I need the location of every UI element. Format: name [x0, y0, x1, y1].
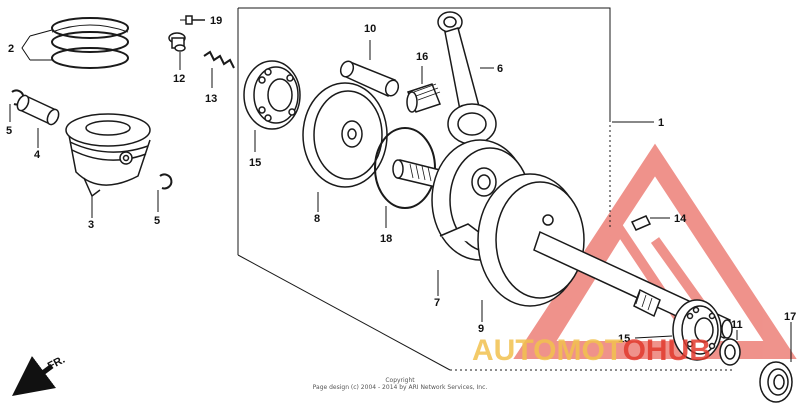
callout-7: 7 [434, 297, 440, 309]
collar-11 [719, 338, 741, 366]
callout-2: 2 [8, 43, 14, 55]
callout-8: 8 [314, 213, 320, 225]
callout-17: 17 [784, 311, 796, 323]
leader-2 [21, 35, 31, 61]
piston-rings [51, 17, 129, 69]
pin-19 [185, 15, 205, 25]
callout-11: 11 [731, 319, 743, 331]
connecting-rod [437, 11, 497, 145]
watermark-text-part1: AUTOMOT [472, 334, 623, 367]
callout-5-right: 5 [154, 215, 160, 227]
callout-3: 3 [88, 219, 94, 231]
callout-10: 10 [364, 23, 376, 35]
callout-12: 12 [173, 73, 185, 85]
crank-pin [339, 60, 400, 97]
crank-web-disk [302, 82, 388, 188]
callout-4: 4 [34, 149, 41, 161]
callout-5-left: 5 [6, 125, 12, 137]
callout-14: 14 [674, 213, 687, 225]
front-direction-label: FR. [46, 354, 67, 373]
bearing-right [672, 299, 722, 361]
piston [65, 113, 151, 198]
callout-1: 1 [658, 117, 664, 129]
front-direction-arrow-icon [12, 356, 56, 396]
callout-19: 19 [210, 15, 222, 27]
callout-15-left: 15 [249, 157, 261, 169]
watermark-text-part2: OHUB [623, 334, 711, 367]
needle-bearing [406, 83, 441, 113]
callout-15-right: 15 [618, 333, 630, 345]
assembly-outline [237, 7, 735, 371]
callout-18: 18 [380, 233, 392, 245]
bolt-12 [168, 32, 186, 52]
bearing-left [243, 60, 301, 130]
callout-6: 6 [497, 63, 503, 75]
piston-pin [16, 94, 60, 126]
watermark-text: AUTOMOTOHUB [472, 334, 711, 367]
spring-13 [203, 50, 235, 69]
callout-13: 13 [205, 93, 217, 105]
callout-9: 9 [478, 323, 484, 335]
piston-pin-clip-right [159, 173, 173, 190]
callout-16: 16 [416, 51, 428, 63]
copyright-line-1: Copyright [385, 377, 415, 384]
oil-seal-17 [759, 361, 793, 403]
woodruff-key [630, 215, 652, 231]
copyright-line-2: Page design (c) 2004 - 2014 by ARI Netwo… [312, 384, 488, 391]
